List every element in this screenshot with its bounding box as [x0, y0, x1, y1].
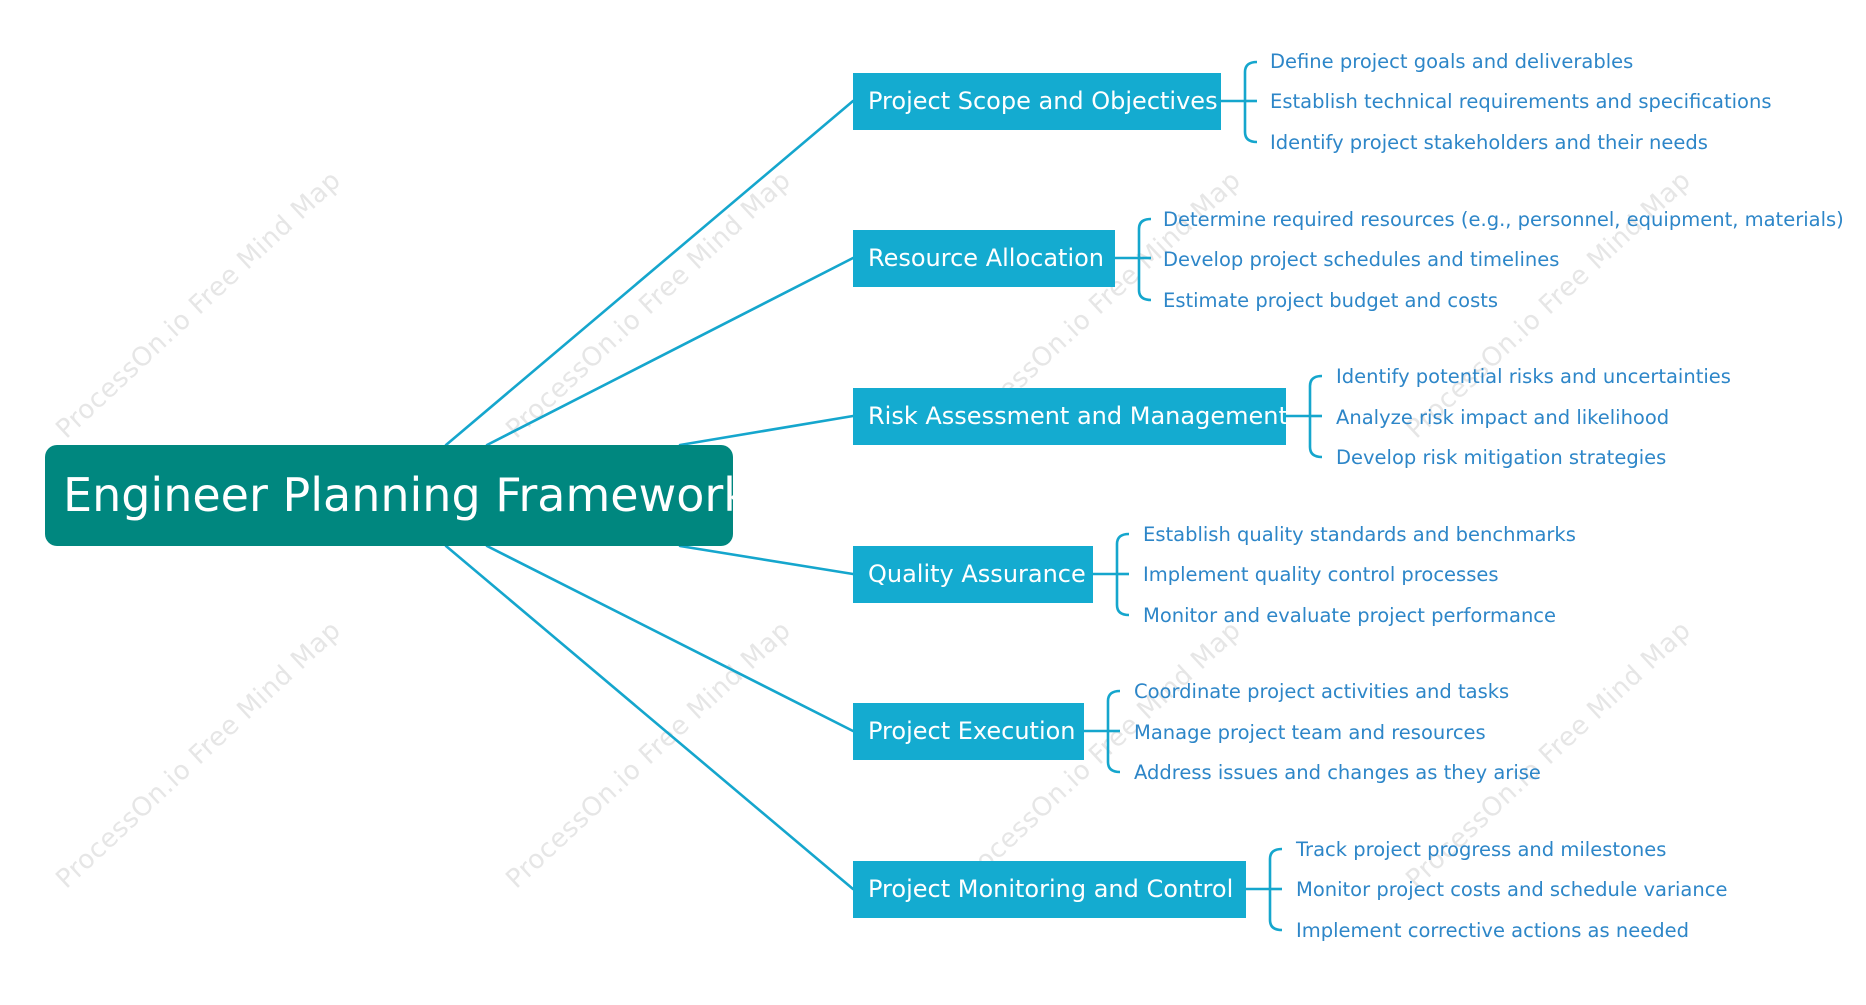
branch-topic-monitoring-control[interactable]: Project Monitoring and Control: [853, 861, 1246, 918]
branch-topic-resource-allocation[interactable]: Resource Allocation: [853, 230, 1115, 287]
leaf-topic[interactable]: Implement corrective actions as needed: [1296, 919, 1689, 942]
leaf-bracket: [1093, 532, 1130, 617]
root-branch-connector: [444, 99, 855, 447]
root-topic[interactable]: Engineer Planning Framework: [45, 445, 750, 546]
root-branch-connector: [485, 544, 855, 733]
branch-topic-project-scope[interactable]: Project Scope and Objectives: [853, 73, 1221, 130]
leaf-topic[interactable]: Estimate project budget and costs: [1163, 289, 1499, 312]
leaf-topic[interactable]: Determine required resources (e.g., pers…: [1163, 208, 1844, 231]
root-branch-connector: [485, 256, 855, 447]
leaf-topic[interactable]: Analyze risk impact and likelihood: [1336, 406, 1670, 429]
leaf-topic[interactable]: Implement quality control processes: [1143, 563, 1499, 586]
leaf-topic[interactable]: Develop project schedules and timelines: [1163, 248, 1560, 271]
leaf-bracket: [1246, 847, 1283, 932]
leaf-bracket: [1221, 60, 1258, 144]
leaf-topic[interactable]: Monitor project costs and schedule varia…: [1296, 878, 1728, 901]
branch-topic-risk-assessment[interactable]: Risk Assessment and Management: [853, 388, 1288, 445]
branch-topic-quality-assurance[interactable]: Quality Assurance: [853, 546, 1093, 603]
root-branch-connector: [678, 544, 855, 576]
leaf-topic[interactable]: Track project progress and milestones: [1296, 838, 1667, 861]
leaf-bracket: [1115, 217, 1152, 302]
branch-topic-project-execution[interactable]: Project Execution: [853, 703, 1084, 760]
leaf-topic[interactable]: Coordinate project activities and tasks: [1134, 680, 1510, 703]
leaf-topic[interactable]: Monitor and evaluate project performance: [1143, 604, 1557, 627]
leaf-topic[interactable]: Define project goals and deliverables: [1270, 50, 1634, 73]
leaf-topic[interactable]: Address issues and changes as they arise: [1134, 761, 1541, 784]
leaf-topic[interactable]: Develop risk mitigation strategies: [1336, 446, 1667, 469]
leaf-topic[interactable]: Identify potential risks and uncertainti…: [1336, 365, 1731, 388]
leaf-topic[interactable]: Establish quality standards and benchmar…: [1143, 523, 1576, 546]
leaf-bracket: [1286, 374, 1323, 459]
leaf-topic[interactable]: Identify project stakeholders and their …: [1270, 131, 1708, 154]
root-branch-connector: [678, 414, 855, 447]
root-branch-connector: [444, 544, 855, 891]
leaf-bracket: [1084, 689, 1121, 774]
leaf-topic[interactable]: Establish technical requirements and spe…: [1270, 90, 1772, 113]
leaf-topic[interactable]: Manage project team and resources: [1134, 721, 1486, 744]
